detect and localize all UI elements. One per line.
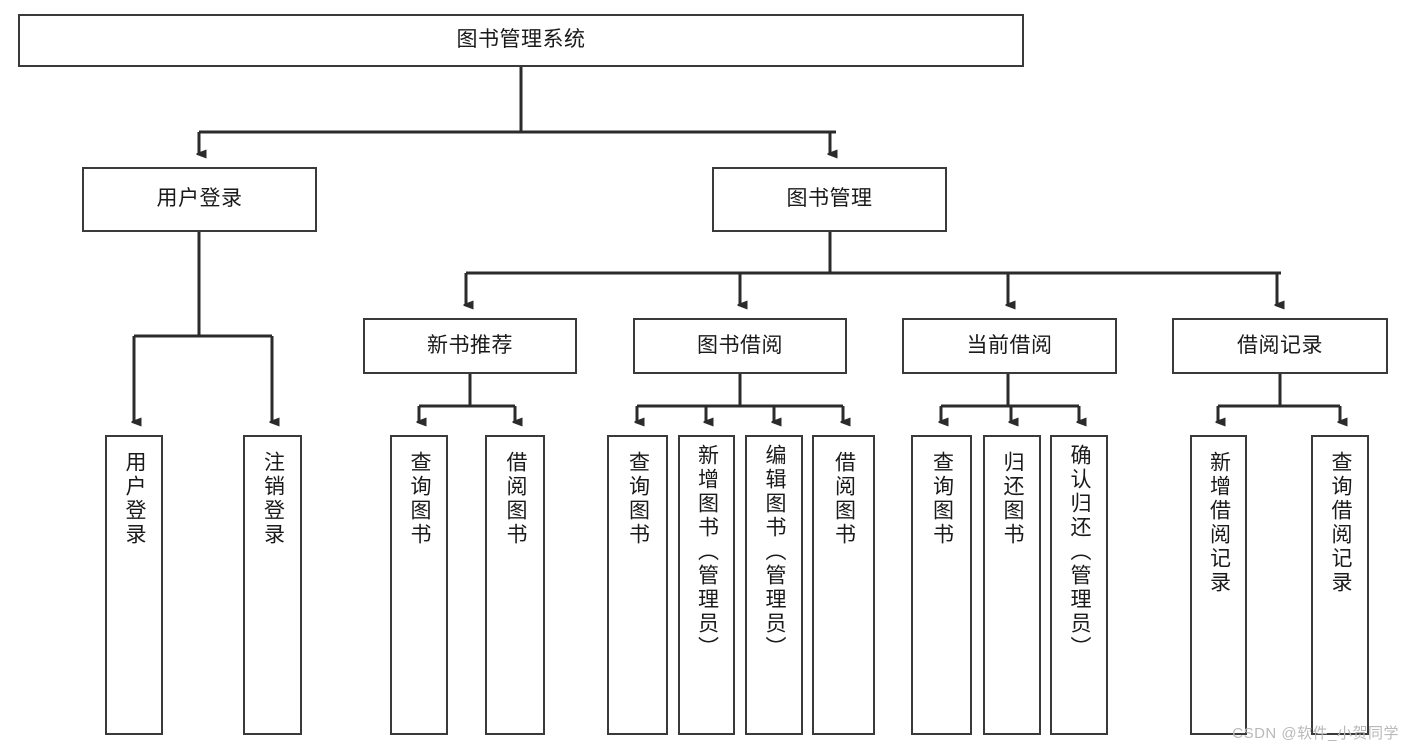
node-borrow-record[interactable]: 借阅记录: [1172, 318, 1388, 374]
node-leaf-return-book[interactable]: 归还图书: [983, 435, 1041, 735]
node-leaf-borrow-book-1-label: 借阅图书: [504, 451, 528, 547]
node-current-borrow-label: 当前借阅: [966, 333, 1053, 357]
node-leaf-confirm-return[interactable]: 确认归还（管理员）: [1050, 435, 1108, 735]
node-book-manage-label: 图书管理: [786, 187, 873, 211]
node-user-login[interactable]: 用户登录: [82, 167, 317, 232]
node-new-book-rec[interactable]: 新书推荐: [363, 318, 577, 374]
node-leaf-query-book-1-label: 查询图书: [408, 451, 432, 547]
node-leaf-query-book-2-label: 查询图书: [626, 451, 650, 547]
node-book-manage[interactable]: 图书管理: [712, 167, 947, 232]
node-leaf-query-book-3-label: 查询图书: [930, 451, 954, 547]
node-leaf-user-login-label: 用户登录: [123, 451, 147, 547]
node-leaf-borrow-book-2[interactable]: 借阅图书: [812, 435, 875, 735]
node-book-borrow-label: 图书借阅: [697, 333, 783, 357]
node-leaf-query-record[interactable]: 查询借阅记录: [1311, 435, 1369, 735]
node-user-login-label: 用户登录: [156, 187, 243, 211]
node-leaf-edit-book-label: 编辑图书（管理员）: [763, 444, 787, 660]
node-current-borrow[interactable]: 当前借阅: [902, 318, 1117, 374]
node-borrow-record-label: 借阅记录: [1237, 333, 1323, 357]
node-leaf-add-book-label: 新增图书（管理员）: [695, 444, 719, 660]
node-leaf-query-book-3[interactable]: 查询图书: [911, 435, 972, 735]
node-leaf-logout-label: 注销登录: [261, 451, 285, 547]
node-leaf-borrow-book-1[interactable]: 借阅图书: [485, 435, 545, 735]
csdn-watermark: CSDN @软件_小贺同学: [1232, 725, 1399, 742]
node-book-borrow[interactable]: 图书借阅: [633, 318, 847, 374]
node-leaf-add-record[interactable]: 新增借阅记录: [1190, 435, 1247, 735]
node-leaf-add-book[interactable]: 新增图书（管理员）: [678, 435, 735, 735]
node-leaf-edit-book[interactable]: 编辑图书（管理员）: [745, 435, 803, 735]
node-leaf-logout[interactable]: 注销登录: [243, 435, 302, 735]
node-leaf-user-login[interactable]: 用户登录: [105, 435, 163, 735]
node-leaf-add-record-label: 新增借阅记录: [1207, 451, 1231, 595]
node-leaf-borrow-book-2-label: 借阅图书: [832, 451, 856, 547]
node-root[interactable]: 图书管理系统: [18, 14, 1024, 67]
node-root-label: 图书管理系统: [456, 28, 586, 52]
node-leaf-confirm-return-label: 确认归还（管理员）: [1068, 444, 1092, 660]
node-new-book-rec-label: 新书推荐: [427, 333, 513, 357]
node-leaf-query-book-1[interactable]: 查询图书: [390, 435, 448, 735]
node-leaf-query-book-2[interactable]: 查询图书: [607, 435, 668, 735]
node-leaf-return-book-label: 归还图书: [1001, 451, 1025, 547]
node-leaf-query-record-label: 查询借阅记录: [1329, 451, 1353, 595]
